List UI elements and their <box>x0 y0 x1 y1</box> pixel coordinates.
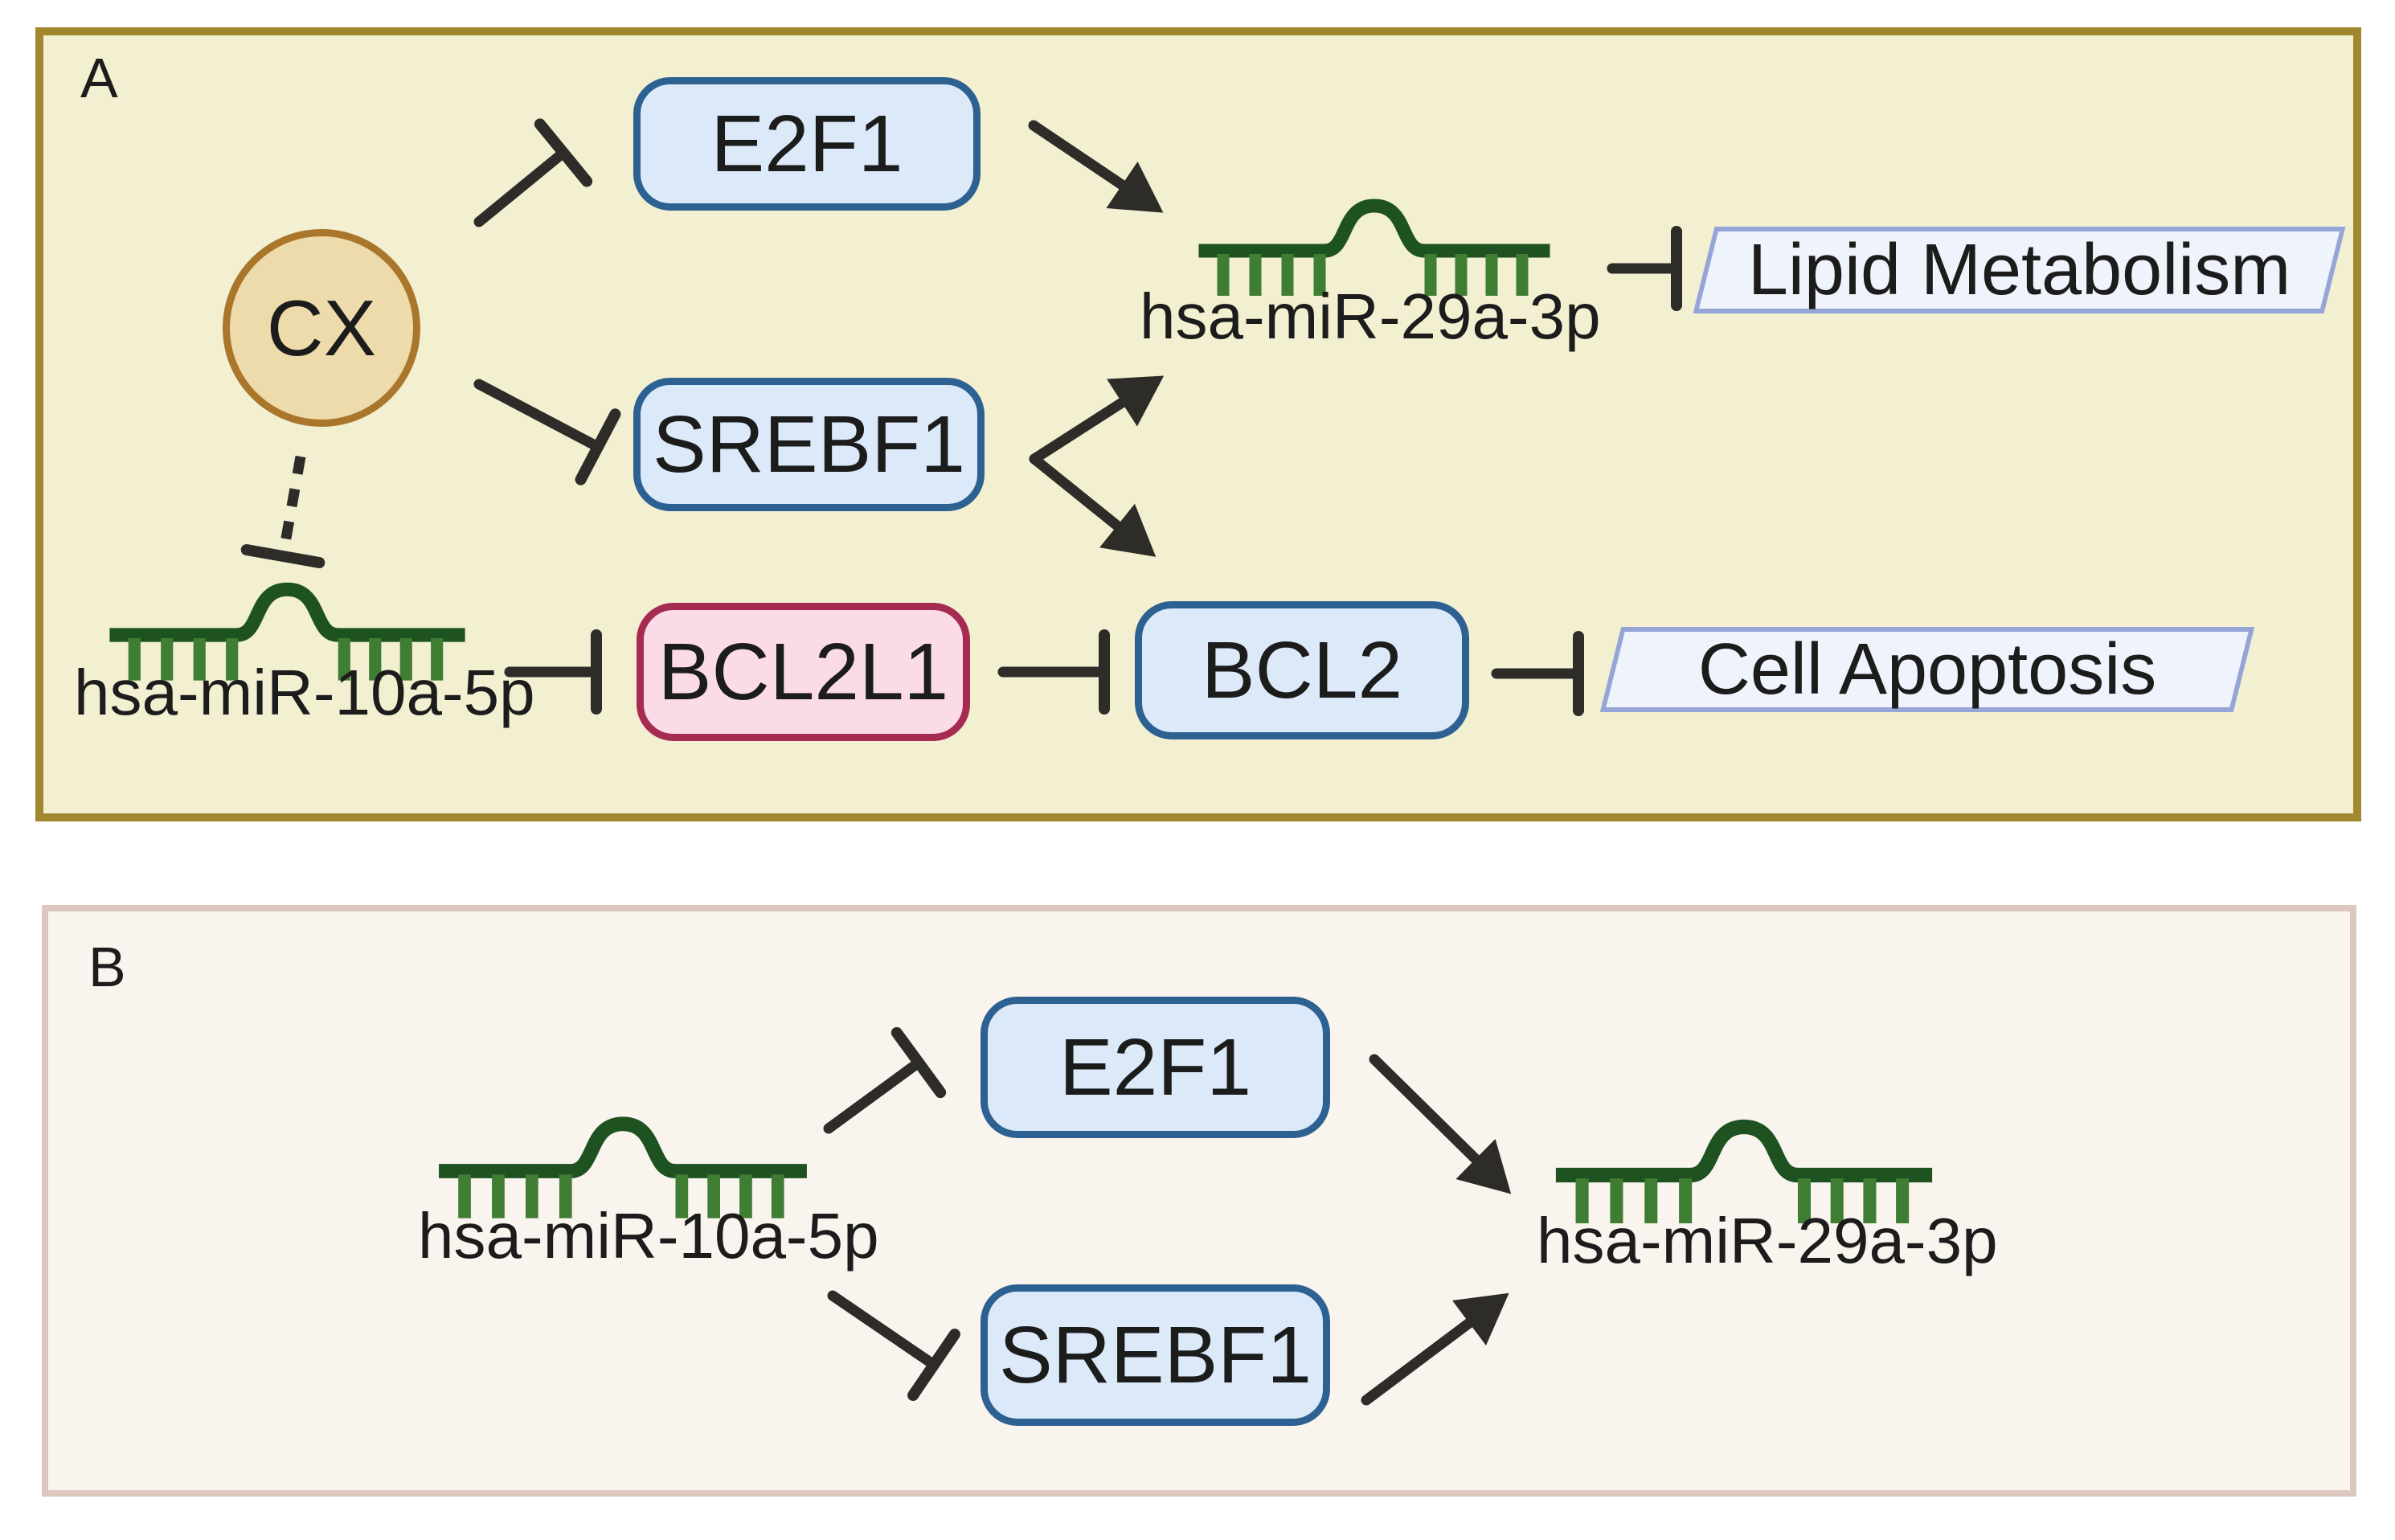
lipid-metabolism-label: Lipid Metabolism <box>1747 229 2291 310</box>
node-e2f1-a: E2F1 <box>633 77 981 211</box>
mir29a-label-a: hsa-miR-29a-3p <box>1140 281 1601 352</box>
mir10a-label-a: hsa-miR-10a-5p <box>74 657 535 728</box>
mir10a-label-b: hsa-miR-10a-5p <box>418 1200 879 1272</box>
node-lipid-metabolism: Lipid Metabolism <box>1693 227 2346 313</box>
node-srebf1-a: SREBF1 <box>633 378 985 511</box>
node-srebf1-b: SREBF1 <box>981 1284 1330 1426</box>
panel-b-label: B <box>88 936 126 998</box>
cell-apoptosis-label: Cell Apoptosis <box>1697 629 2157 710</box>
node-e2f1-b: E2F1 <box>981 997 1330 1138</box>
panel-a-label: A <box>80 47 118 109</box>
node-bcl2: BCL2 <box>1135 601 1469 739</box>
mir29a-label-b: hsa-miR-29a-3p <box>1537 1205 1998 1276</box>
node-cx: CX <box>223 229 420 427</box>
node-bcl2l1: BCL2L1 <box>637 603 970 741</box>
node-cell-apoptosis: Cell Apoptosis <box>1599 627 2255 712</box>
